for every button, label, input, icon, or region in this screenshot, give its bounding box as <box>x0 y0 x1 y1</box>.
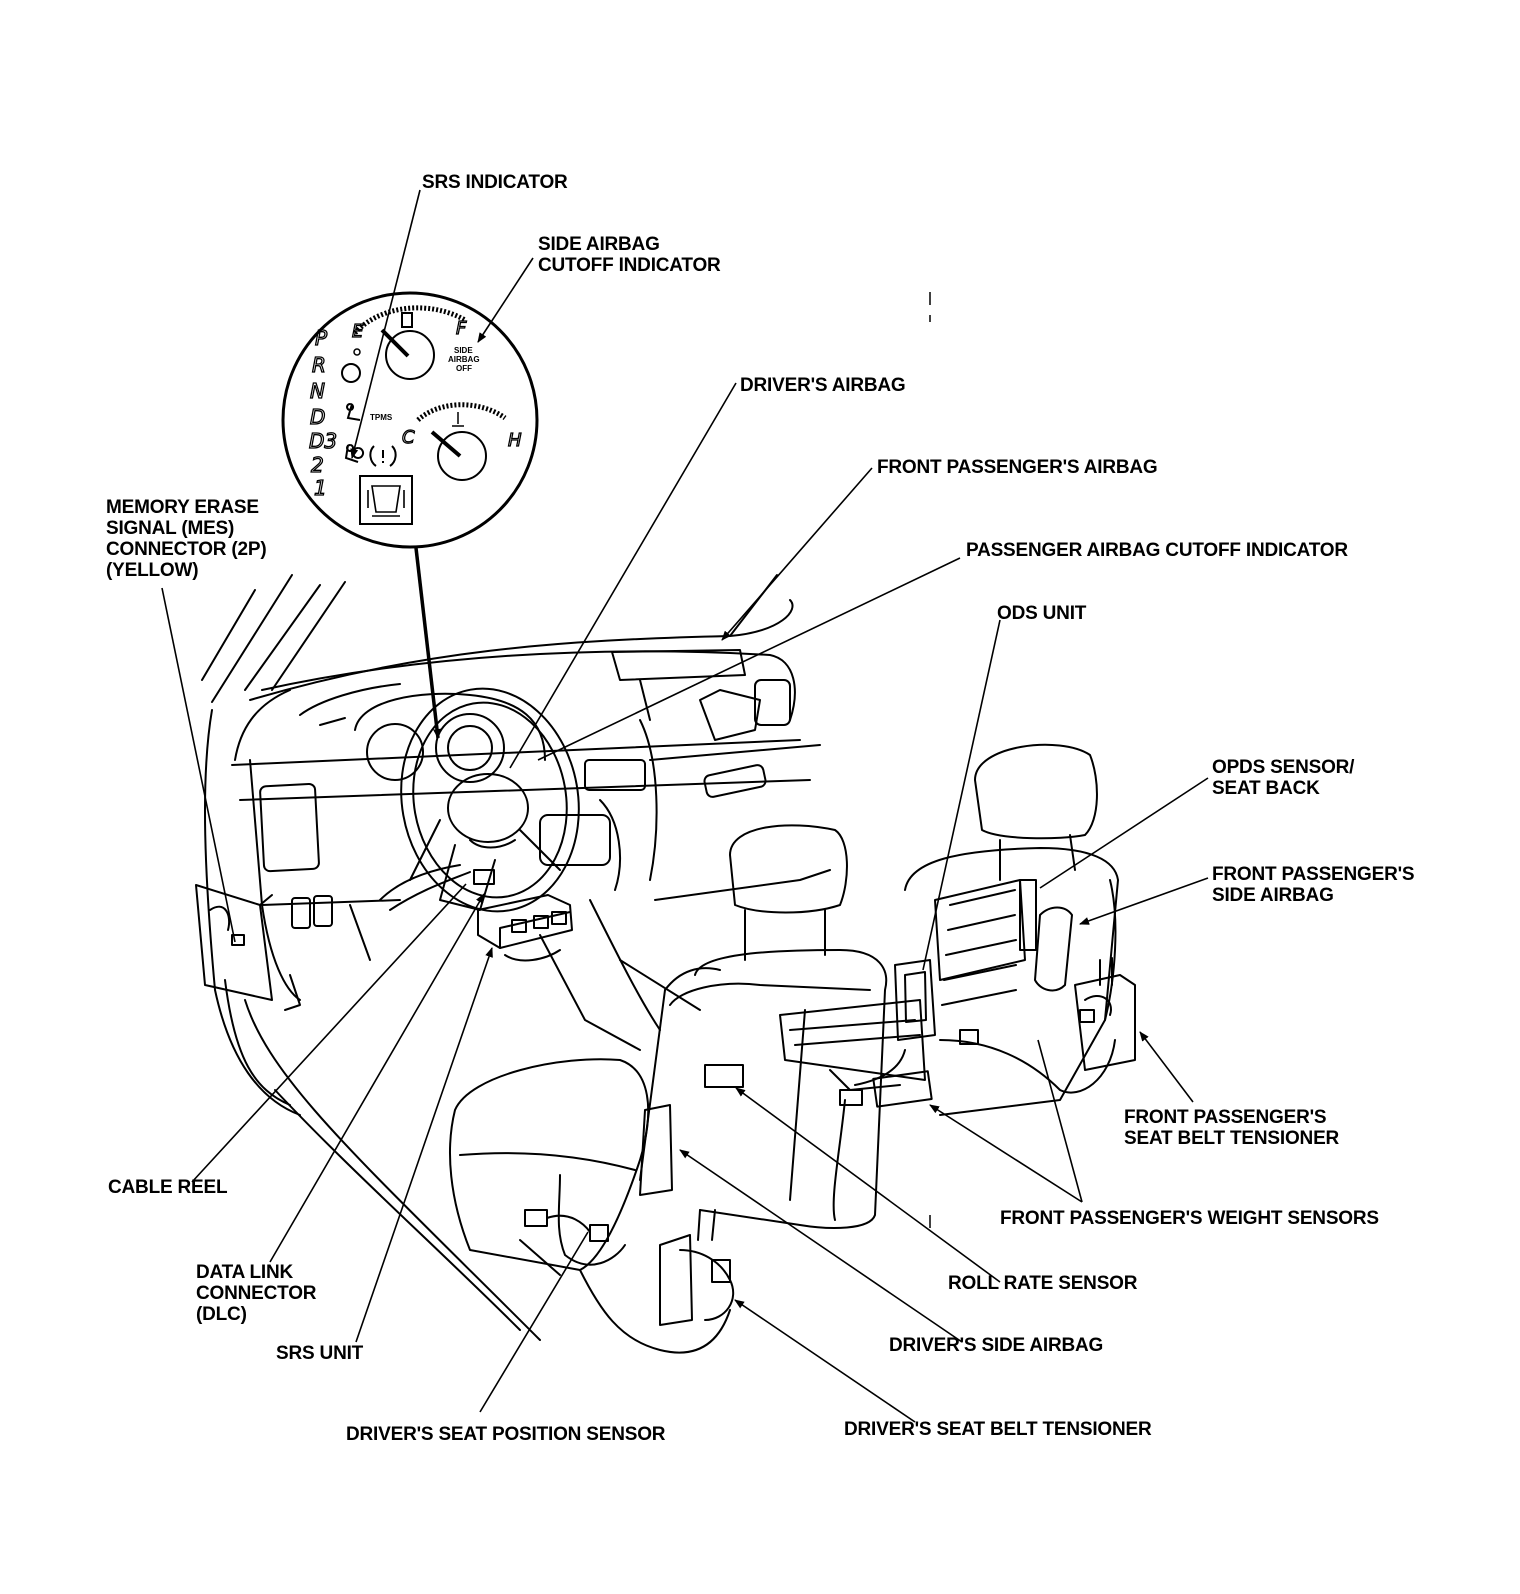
coolant-temp-icon <box>452 412 464 427</box>
temp-gauge-needle <box>430 430 462 458</box>
fuel-gauge-arc <box>353 305 467 335</box>
gear-1: 1 <box>314 476 327 500</box>
temp-cold-mark: C <box>402 427 415 448</box>
label-srs-indicator: SRS INDICATOR <box>422 172 568 193</box>
label-drivers-side-airbag: DRIVER'S SIDE AIRBAG <box>889 1335 1104 1356</box>
gear-n: N <box>310 379 325 403</box>
label-drivers-seat-position-sensor: DRIVER'S SEAT POSITION SENSOR <box>346 1424 666 1445</box>
label-drivers-airbag: DRIVER'S AIRBAG <box>740 375 906 396</box>
side-airbag-off-line2: AIRBAG <box>448 355 480 364</box>
label-cable-reel: CABLE REEL <box>108 1177 228 1198</box>
tpms-warning-icon <box>369 445 397 467</box>
fuel-full-mark: F <box>456 318 467 339</box>
gear-d: D <box>310 405 325 429</box>
tpms-label: TPMS <box>370 413 393 422</box>
label-drivers-seat-belt-tensioner: DRIVER'S SEAT BELT TENSIONER <box>844 1419 1152 1440</box>
indicator-dot-icon <box>353 348 361 356</box>
seat-occupancy-icon-inner <box>367 485 405 517</box>
label-srs-unit: SRS UNIT <box>276 1343 364 1364</box>
leader-lines <box>161 189 1209 1423</box>
gear-p: P <box>315 326 328 350</box>
label-passenger-airbag-cutoff-indicator: PASSENGER AIRBAG CUTOFF INDICATOR <box>966 540 1348 561</box>
fuel-empty-mark: E <box>352 321 364 342</box>
label-ods-unit: ODS UNIT <box>997 603 1087 624</box>
seat-occupancy-icon <box>359 475 413 525</box>
fuel-gauge-needle <box>380 328 410 358</box>
label-opds-sensor-seat-back: OPDS SENSOR/SEAT BACK <box>1212 757 1355 799</box>
abs-warning-icon <box>341 363 361 383</box>
gauge-cluster-magnifier: P R N D D3 2 1 E F C H TPMS SIDE AIRBAG … <box>281 291 539 549</box>
side-airbag-off-line1: SIDE <box>454 346 473 355</box>
gear-2: 2 <box>311 453 324 477</box>
label-roll-rate-sensor: ROLL RATE SENSOR <box>948 1273 1138 1294</box>
temp-gauge-arc <box>416 402 507 422</box>
temp-gauge-dial <box>437 431 487 481</box>
seat-belt-reminder-icon <box>346 403 361 421</box>
label-front-passenger-airbag: FRONT PASSENGER'S AIRBAG <box>877 457 1158 478</box>
magnifier-circle <box>281 291 539 549</box>
fuel-pump-icon <box>401 312 413 328</box>
gear-d3: D3 <box>309 429 337 453</box>
fuel-gauge-dial <box>385 330 435 380</box>
label-front-passenger-weight-sensors: FRONT PASSENGER'S WEIGHT SENSORS <box>1000 1208 1379 1229</box>
temp-hot-mark: H <box>508 430 522 451</box>
side-airbag-off-line3: OFF <box>456 364 472 373</box>
gear-r: R <box>312 353 326 377</box>
car-interior-illustration <box>195 574 1136 1354</box>
